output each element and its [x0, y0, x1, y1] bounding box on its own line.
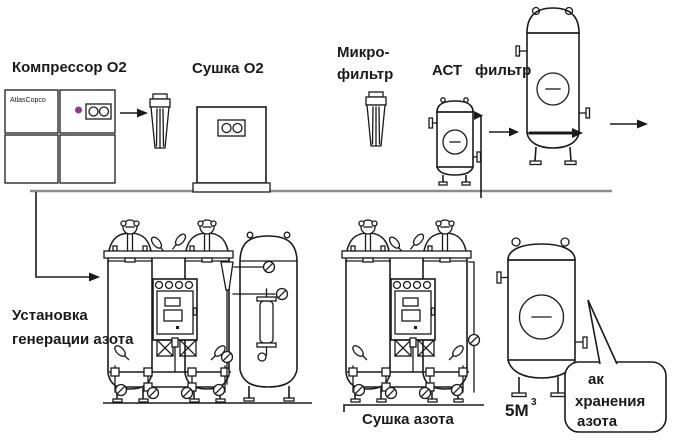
lifting-lug-icon	[511, 237, 521, 247]
act-filter-tank	[428, 97, 482, 186]
gauge-icon	[232, 122, 243, 134]
callout-line3: азота	[577, 413, 618, 430]
callout-bubble: ак хранения азота	[564, 299, 667, 433]
inline-filter	[149, 93, 171, 149]
callout-line2: хранения	[575, 393, 645, 410]
gauge-panel	[85, 103, 112, 120]
flow-arrow-1	[120, 108, 148, 118]
callout-tail	[587, 299, 618, 365]
valve-icon	[220, 350, 234, 364]
callout-line1: ак	[588, 371, 604, 388]
filter-cartridge	[256, 287, 289, 362]
lifting-lug-icon	[246, 231, 254, 239]
micro-filter	[365, 91, 387, 147]
nitrogen-dryer-unit	[342, 220, 484, 412]
power-led-icon	[75, 106, 82, 114]
drain-valve-icon	[257, 352, 267, 362]
storage-volume-label: 5М	[505, 401, 529, 420]
micro-filter-label-line2: фильтр	[337, 66, 393, 83]
valve-icon	[467, 333, 481, 347]
micro-filter-label-line1: Микро-	[337, 44, 390, 61]
flow-arrowhead-icon	[137, 108, 148, 118]
generator-label-line1: Установка	[12, 307, 88, 324]
flow-arrow-2	[489, 127, 519, 137]
oxygen-dryer-label: Сушка O2	[192, 60, 264, 77]
flow-arrowhead-icon	[572, 128, 583, 138]
dryer-riser-pipe	[467, 261, 481, 393]
nitrogen-generator-unit	[103, 220, 312, 404]
compressor-label: Компрессор O2	[12, 59, 127, 76]
storage-volume-exponent: 3	[531, 397, 537, 408]
lifting-lug-icon	[283, 231, 291, 239]
oxygen-dryer	[192, 106, 271, 193]
flow-arrowhead-icon	[509, 127, 519, 137]
valve-icon	[275, 287, 289, 301]
flow-arrowhead-icon	[474, 111, 483, 120]
flow-arrowhead-icon	[637, 119, 648, 129]
unit-base-line	[343, 404, 484, 412]
internal-flow-arrow	[529, 128, 583, 138]
gauge-icon	[88, 106, 99, 117]
lifting-lug-icon	[560, 237, 570, 247]
gauge-icon	[221, 122, 232, 134]
main-filter-tank	[515, 6, 591, 166]
nitrogen-dryer-label: Сушка азота	[362, 411, 454, 428]
flow-arrowhead-icon	[89, 272, 100, 282]
oxygen-compressor: AtlasCopco	[4, 89, 116, 184]
flow-line-to-generator	[35, 192, 100, 282]
lifting-lug-icon	[440, 97, 446, 103]
valve-icon	[262, 260, 276, 274]
nitrogen-storage-tank	[496, 237, 588, 398]
tap-line	[474, 111, 483, 198]
generator-piping	[220, 260, 276, 385]
generator-label-line2: генерации азота	[12, 331, 134, 348]
filter-label: фильтр	[475, 62, 531, 79]
act-label: АСТ	[432, 62, 462, 79]
compressor-brand-label: AtlasCopco	[10, 97, 46, 104]
flow-arrow-output	[610, 119, 648, 129]
gauge-icon	[98, 106, 110, 117]
lifting-lug-icon	[463, 97, 469, 103]
